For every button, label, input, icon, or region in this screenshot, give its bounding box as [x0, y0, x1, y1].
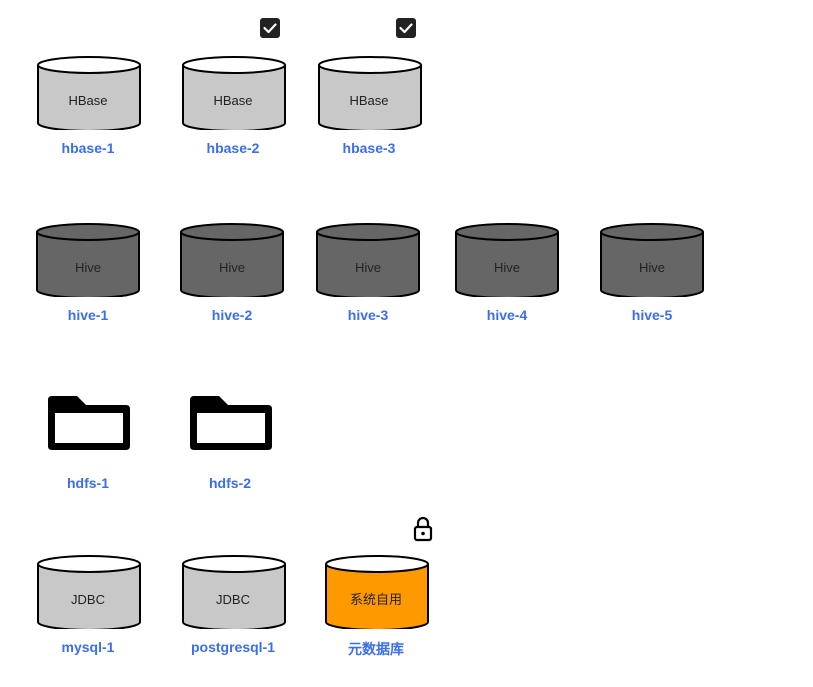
datasource-name-label[interactable]: hdfs-1	[67, 475, 109, 491]
datasource-name-label[interactable]: hive-2	[211, 307, 253, 323]
datasource-item[interactable]: 系统自用元数据库	[316, 516, 436, 659]
datasource-name-label[interactable]: hdfs-2	[209, 475, 251, 491]
datasource-item[interactable]: hdfs-1	[28, 355, 148, 495]
database-cylinder-icon	[447, 187, 567, 297]
database-cylinder-icon	[172, 187, 292, 297]
database-cylinder-icon	[316, 519, 436, 629]
checkbox-checked-icon[interactable]	[395, 17, 417, 44]
folder-icon	[170, 355, 290, 465]
checkbox-checked-icon[interactable]	[259, 17, 281, 44]
lock-icon	[412, 516, 434, 547]
database-cylinder-icon	[173, 519, 293, 629]
database-cylinder-icon	[308, 187, 428, 297]
datasource-name-label[interactable]: hbase-2	[206, 140, 260, 156]
database-cylinder-icon	[28, 519, 148, 629]
datasource-name-label[interactable]: mysql-1	[61, 639, 115, 655]
database-cylinder-icon	[592, 187, 712, 297]
datasource-name-label[interactable]: hbase-3	[342, 140, 396, 156]
database-cylinder-icon	[28, 20, 148, 130]
database-cylinder-icon	[309, 20, 429, 130]
datasource-name-label[interactable]: postgresql-1	[190, 639, 275, 655]
datasource-name-label[interactable]: hive-5	[631, 307, 673, 323]
database-cylinder-icon	[173, 20, 293, 130]
database-cylinder-icon	[28, 187, 148, 297]
datasource-name-label[interactable]: hive-3	[347, 307, 389, 323]
datasource-name-label[interactable]: hive-4	[486, 307, 528, 323]
datasource-name-label[interactable]: hbase-1	[61, 140, 115, 156]
folder-icon	[28, 355, 148, 465]
datasource-name-label[interactable]: 元数据库	[348, 641, 404, 657]
datasource-name-label[interactable]: hive-1	[67, 307, 109, 323]
datasource-item[interactable]: hdfs-2	[170, 355, 290, 495]
